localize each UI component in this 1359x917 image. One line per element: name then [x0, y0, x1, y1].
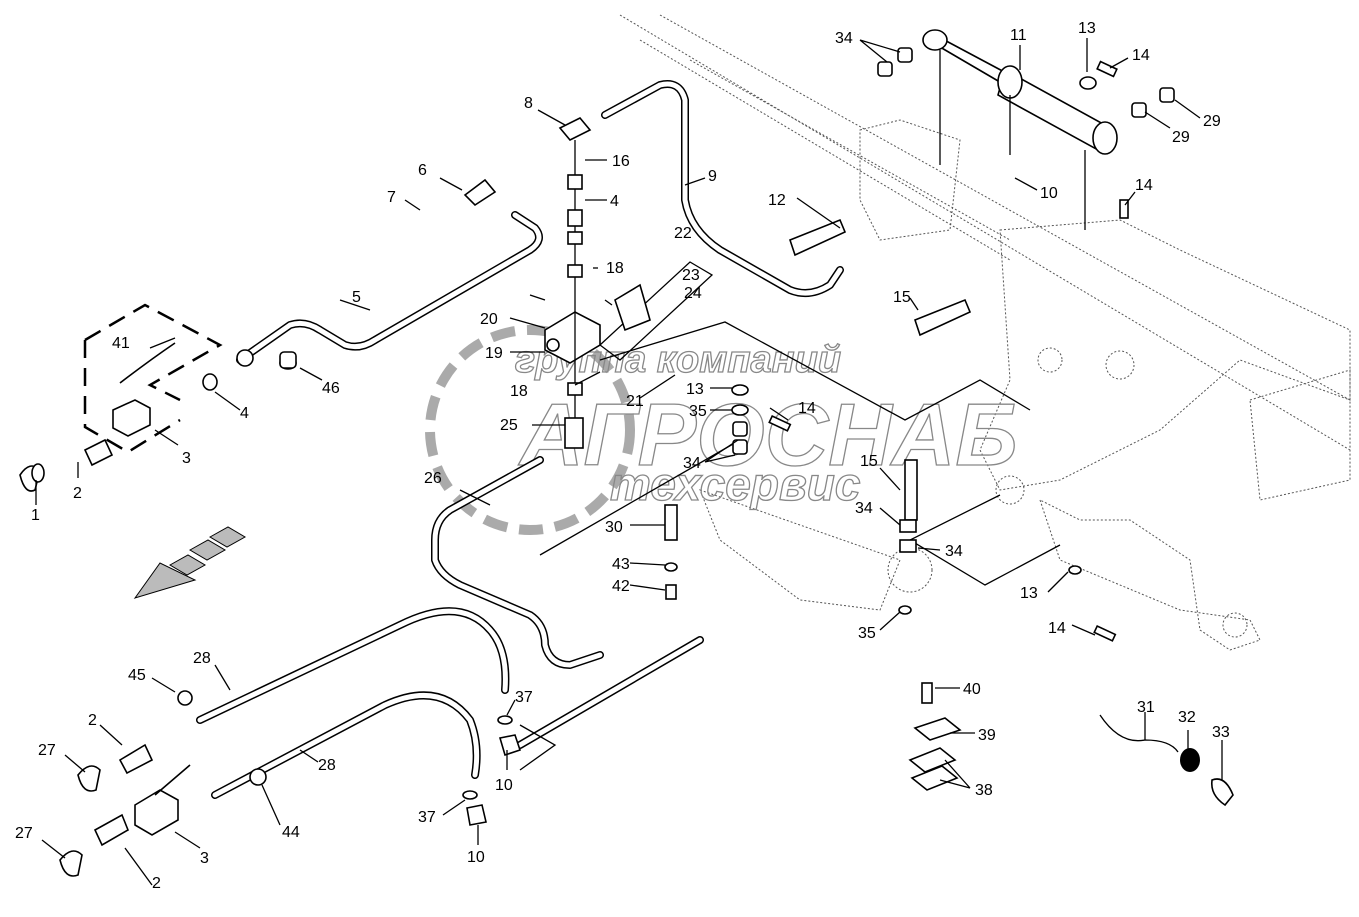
watermark-line2: АГРОСНАБ: [518, 385, 1018, 484]
callout-25: 25: [500, 417, 518, 434]
watermark-line3: техсервис: [610, 458, 860, 510]
callout-6: 6: [418, 162, 427, 179]
callout-34: 34: [945, 543, 963, 560]
callout-44: 44: [282, 824, 300, 841]
callout-16: 16: [612, 153, 630, 170]
callout-10: 10: [467, 849, 485, 866]
callout-11: 11: [1010, 27, 1027, 44]
callout-14: 14: [1048, 620, 1066, 637]
ball-valve-lower: [59, 690, 522, 877]
callout-24: 24: [684, 285, 702, 302]
callout-23: 23: [682, 267, 700, 284]
valve-block: [463, 117, 651, 449]
hose-10-line: [516, 636, 704, 749]
callout-30: 30: [605, 519, 623, 536]
callout-14: 14: [798, 400, 816, 417]
callout-37: 37: [418, 809, 436, 826]
callout-4: 4: [240, 405, 249, 422]
piping-boundary-line: [599, 321, 1031, 421]
callout-18: 18: [510, 383, 528, 400]
callout-14: 14: [1132, 47, 1150, 64]
callout-29: 29: [1203, 113, 1221, 130]
callout-34: 34: [683, 455, 701, 472]
leader-lines: [35, 38, 1223, 886]
callout-labels: 1 2 2 2 3 3 4 4 5 6 7 8 9 10 10 10 11 12…: [15, 20, 1230, 892]
valve-block-boundary: [598, 261, 714, 361]
callout-33: 33: [1212, 724, 1230, 741]
callout-3: 3: [200, 850, 209, 867]
callout-7: 7: [387, 189, 396, 206]
hose-5: [236, 211, 543, 364]
callout-8: 8: [524, 95, 533, 112]
callout-42: 42: [612, 578, 630, 595]
callout-28: 28: [193, 650, 211, 667]
callout-10: 10: [495, 777, 513, 794]
callout-41: 41: [112, 335, 130, 352]
callout-12: 12: [768, 192, 786, 209]
callout-20: 20: [480, 311, 498, 328]
clamp-parts: [908, 682, 962, 791]
callout-3: 3: [182, 450, 191, 467]
callout-27: 27: [15, 825, 33, 842]
callout-27: 27: [38, 742, 56, 759]
callout-14: 14: [1135, 177, 1153, 194]
callout-39: 39: [978, 727, 996, 744]
callout-18: 18: [606, 260, 624, 277]
callout-2: 2: [73, 485, 82, 502]
callout-29: 29: [1172, 129, 1190, 146]
callout-34: 34: [855, 500, 873, 517]
callout-26: 26: [424, 470, 442, 487]
direction-arrow-icon: [133, 526, 247, 599]
callout-40: 40: [963, 681, 981, 698]
callout-35: 35: [689, 403, 707, 420]
callout-21: 21: [626, 393, 644, 410]
hydraulic-cylinder: [922, 29, 1118, 230]
callout-4: 4: [610, 193, 619, 210]
hose-9: [601, 80, 844, 298]
callout-28: 28: [318, 757, 336, 774]
callout-2: 2: [152, 875, 161, 892]
callout-37: 37: [515, 689, 533, 706]
callout-5: 5: [352, 289, 361, 306]
callout-1: 1: [31, 507, 40, 524]
callout-22: 22: [674, 225, 692, 242]
callout-15: 15: [893, 289, 911, 306]
callout-32: 32: [1178, 709, 1196, 726]
watermark: группа компаний АГРОСНАБ техсервис: [425, 325, 1018, 535]
callout-13: 13: [1020, 585, 1038, 602]
ball-valve-upper: [19, 342, 297, 492]
callout-38: 38: [975, 782, 993, 799]
callout-10: 10: [1040, 185, 1058, 202]
hose-26: [431, 456, 604, 669]
callout-13: 13: [1078, 20, 1096, 37]
callout-45: 45: [128, 667, 146, 684]
machine-frame: [619, 14, 1351, 651]
hose-28-lower: [211, 691, 481, 799]
callout-35: 35: [858, 625, 876, 642]
callout-43: 43: [612, 556, 630, 573]
callout-19: 19: [485, 345, 503, 362]
callout-31: 31: [1137, 699, 1155, 716]
valve-kit-boundary: [83, 303, 223, 454]
callout-2: 2: [88, 712, 97, 729]
callout-34: 34: [835, 30, 853, 47]
callout-46: 46: [322, 380, 340, 397]
cable-assembly: [1099, 714, 1234, 807]
callout-15: 15: [860, 453, 878, 470]
hose-28-upper: [196, 607, 510, 724]
callout-13: 13: [686, 381, 704, 398]
pins-and-bushings: [279, 47, 1175, 642]
callout-9: 9: [708, 168, 717, 185]
